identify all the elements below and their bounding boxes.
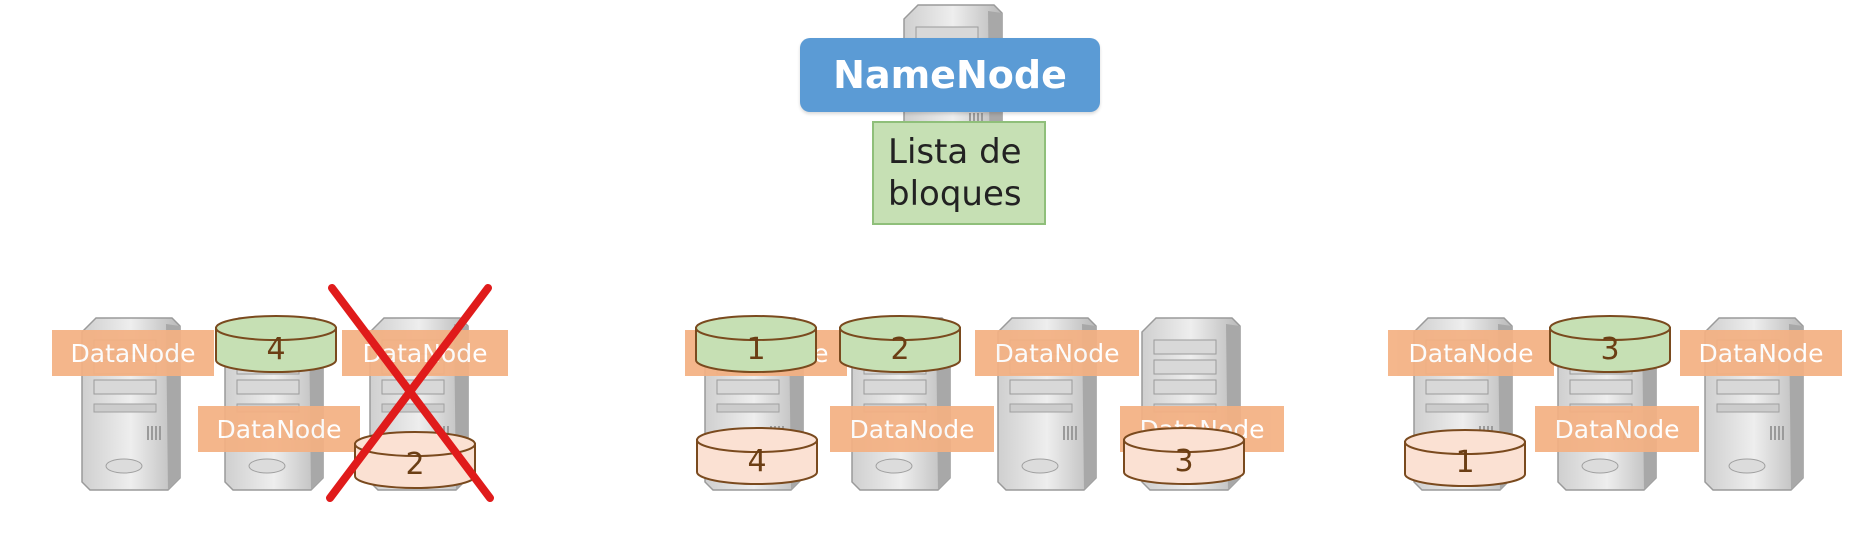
svg-text:2: 2 — [890, 332, 909, 367]
svg-text:3: 3 — [1174, 444, 1193, 479]
svg-text:2: 2 — [405, 447, 424, 482]
svg-text:3: 3 — [1600, 332, 1619, 367]
datanode-label: DataNode — [1680, 330, 1842, 376]
svg-text:4: 4 — [747, 444, 766, 479]
block-2-failed: 2 — [354, 431, 476, 489]
block-1-green: 1 — [695, 315, 817, 373]
datanode-label: DataNode — [830, 406, 994, 452]
block-4-pink: 4 — [696, 427, 818, 485]
block-list-label-line1: Lista de — [888, 132, 1022, 172]
datanode-label: DataNode — [1388, 330, 1554, 376]
block-list-box: Lista de bloques — [872, 121, 1046, 225]
datanode-label: DataNode — [198, 406, 360, 452]
datanode-label: DataNode — [1535, 406, 1699, 452]
svg-text:4: 4 — [266, 332, 285, 367]
datanode-label: DataNode — [975, 330, 1139, 376]
block-list-label-line2: bloques — [888, 174, 1022, 214]
block-3-green: 3 — [1549, 315, 1671, 373]
block-1-pink: 1 — [1404, 429, 1526, 487]
block-2-green: 2 — [839, 315, 961, 373]
datanode-label: DataNode — [52, 330, 214, 376]
svg-text:1: 1 — [1455, 445, 1474, 480]
namenode-box: NameNode — [800, 38, 1100, 112]
svg-text:1: 1 — [746, 332, 765, 367]
block-4-green: 4 — [215, 315, 337, 373]
failure-x-icon — [326, 284, 494, 502]
block-3-pink: 3 — [1123, 427, 1245, 485]
